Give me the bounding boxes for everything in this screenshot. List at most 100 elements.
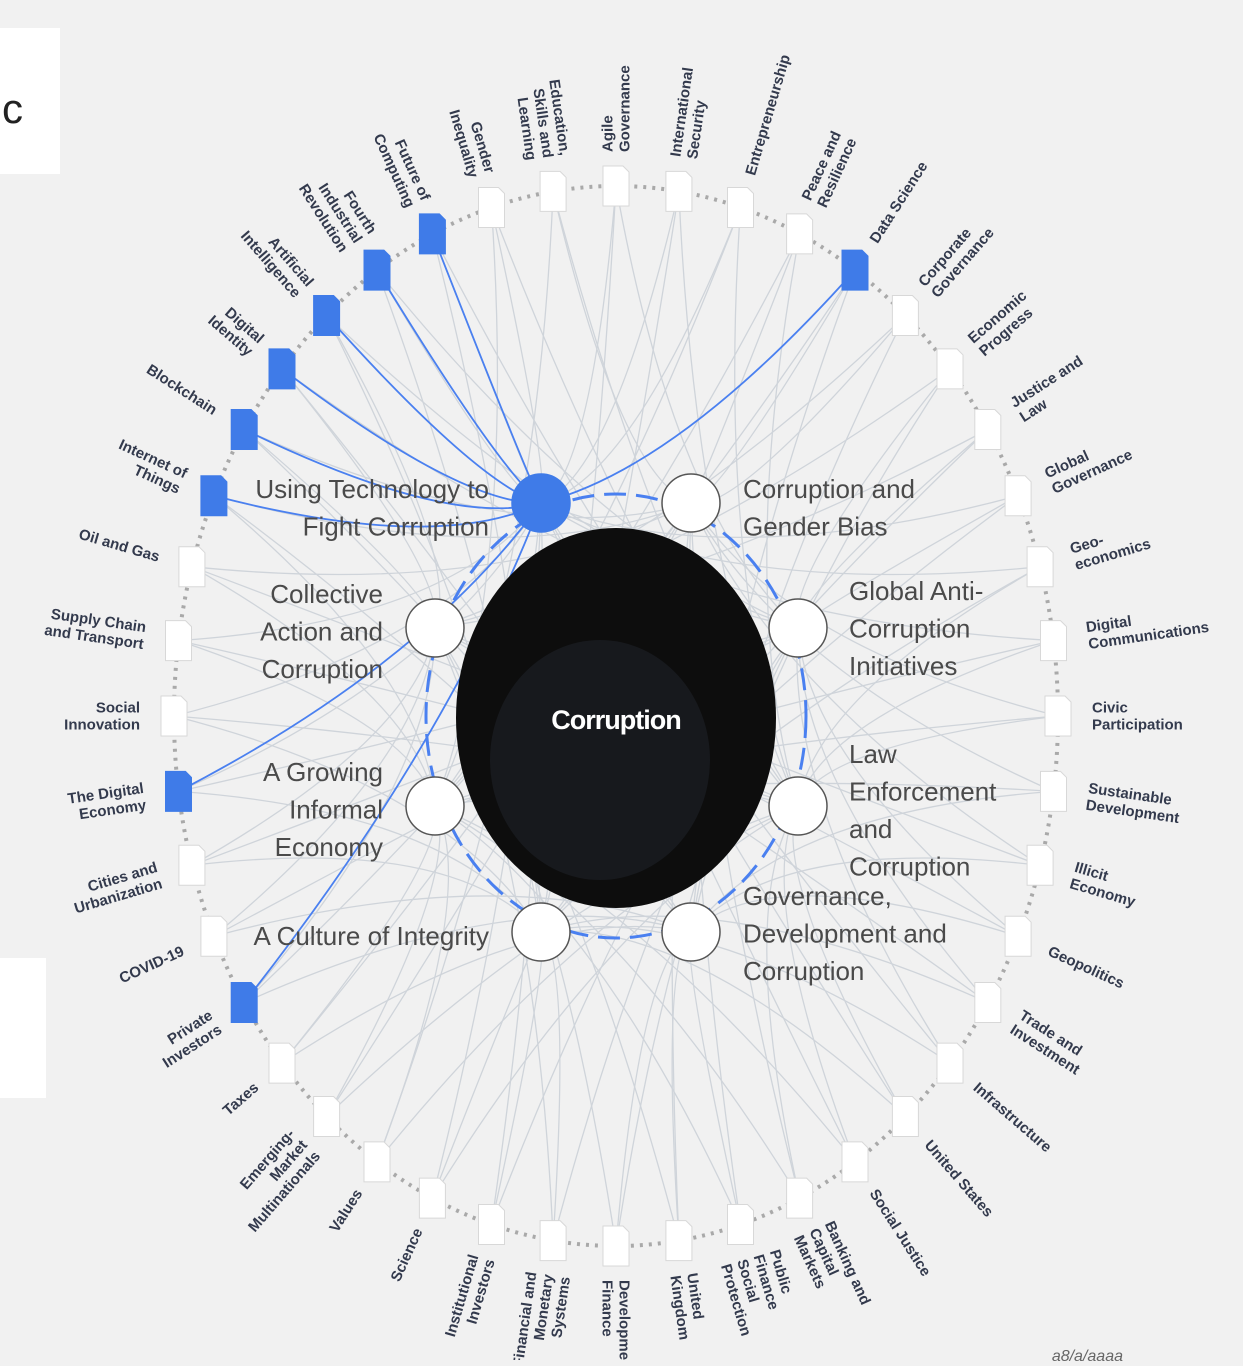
topic-node-united-kingdom[interactable]: UnitedKingdom xyxy=(665,1220,709,1342)
topic-node-financial-and-monetary-systems[interactable]: Financial andMonetarySystems xyxy=(510,1220,574,1360)
center-hub[interactable]: Corruption xyxy=(456,528,776,908)
topic-marker[interactable] xyxy=(418,213,446,255)
topic-node-banking-and-capital-markets[interactable]: Banking andCapitalMarkets xyxy=(786,1177,874,1322)
theme-circle[interactable] xyxy=(405,598,465,658)
theme-circle[interactable] xyxy=(661,902,721,962)
topic-node-united-states[interactable]: United States xyxy=(891,1096,997,1221)
topic-marker[interactable] xyxy=(665,170,693,212)
topic-node-the-digital-economy[interactable]: The DigitalEconomy xyxy=(67,770,192,824)
topic-marker[interactable] xyxy=(539,170,567,212)
topic-marker[interactable] xyxy=(268,1042,296,1084)
topic-marker[interactable] xyxy=(727,187,754,228)
topic-node-supply-chain-and-transport[interactable]: Supply Chainand Transport xyxy=(43,605,192,662)
topic-marker[interactable] xyxy=(268,348,296,390)
topic-marker[interactable] xyxy=(665,1220,693,1262)
theme-circle[interactable] xyxy=(768,598,828,658)
topic-node-global-governance[interactable]: GlobalGovernance xyxy=(1004,431,1135,517)
topic-marker[interactable] xyxy=(178,844,206,886)
topic-node-illicit-economy[interactable]: IllicitEconomy xyxy=(1026,844,1143,911)
topic-node-internet-of-things[interactable]: Internet ofThings xyxy=(109,436,228,517)
theme-circle[interactable] xyxy=(511,902,571,962)
topic-marker[interactable] xyxy=(1040,770,1067,812)
theme-node-a-culture-of-integrity[interactable]: A Culture of Integrity xyxy=(253,902,571,962)
topic-marker[interactable] xyxy=(841,249,869,291)
topic-node-values[interactable]: Values xyxy=(326,1141,391,1235)
topic-marker[interactable] xyxy=(363,1141,391,1183)
theme-circle[interactable] xyxy=(511,473,571,533)
topic-marker[interactable] xyxy=(936,348,964,390)
topic-marker[interactable] xyxy=(727,1204,754,1245)
topic-node-cities-and-urbanization[interactable]: Cities andUrbanization xyxy=(67,844,206,917)
topic-marker[interactable] xyxy=(786,1177,814,1219)
topic-node-gender-inequality[interactable]: GenderInequality xyxy=(445,103,505,228)
topic-node-digital-communications[interactable]: DigitalCommunications xyxy=(1040,602,1211,662)
topic-node-justice-and-law[interactable]: Justice andLaw xyxy=(974,353,1096,450)
theme-circle[interactable] xyxy=(768,776,828,836)
topic-marker[interactable] xyxy=(478,1204,505,1245)
topic-node-agile-governance[interactable]: AgileGovernance xyxy=(600,65,634,207)
topic-node-trade-and-investment[interactable]: Trade andInvestment xyxy=(974,982,1092,1079)
topic-node-entrepreneurship[interactable]: Entrepreneurship xyxy=(727,53,795,228)
topic-marker[interactable] xyxy=(230,982,258,1023)
theme-circle[interactable] xyxy=(405,776,465,836)
topic-node-economic-progress[interactable]: EconomicProgress xyxy=(936,287,1041,390)
topic-marker[interactable] xyxy=(1026,546,1054,588)
topic-node-geopolitics[interactable]: Geopolitics xyxy=(1004,915,1127,992)
topic-node-emerging-market-multinationals[interactable]: Emerging-MarketMultinationals xyxy=(219,1096,341,1236)
topic-marker[interactable] xyxy=(313,1096,341,1137)
topic-marker[interactable] xyxy=(230,409,258,450)
topic-marker[interactable] xyxy=(602,1225,630,1267)
topic-marker[interactable] xyxy=(178,546,206,588)
topic-node-oil-and-gas[interactable]: Oil and Gas xyxy=(77,526,206,588)
topic-marker[interactable] xyxy=(165,620,192,662)
topic-node-development-finance[interactable]: DevelopmentFinance xyxy=(599,1225,633,1360)
topic-marker[interactable] xyxy=(418,1177,446,1219)
topic-node-peace-and-resilience[interactable]: Peace andResilience xyxy=(786,129,861,255)
topic-marker[interactable] xyxy=(1040,620,1067,662)
topic-node-digital-identity[interactable]: DigitalIdentity xyxy=(205,299,296,390)
topic-node-science[interactable]: Science xyxy=(387,1177,446,1284)
topic-node-covid-19[interactable]: COVID-19 xyxy=(117,915,228,987)
topic-node-corporate-governance[interactable]: CorporateGovernance xyxy=(891,213,998,336)
topic-marker[interactable] xyxy=(974,409,1002,450)
theme-circle[interactable] xyxy=(661,473,721,533)
topic-node-education-skills-and-learning[interactable]: Education,Skills andLearning xyxy=(512,78,573,212)
topic-node-geo-economics[interactable]: Geo-economics xyxy=(1026,519,1153,588)
topic-marker[interactable] xyxy=(841,1141,869,1183)
topic-marker[interactable] xyxy=(313,295,341,336)
topic-marker[interactable] xyxy=(1044,695,1072,737)
topic-marker[interactable] xyxy=(165,770,192,812)
topic-marker[interactable] xyxy=(1004,915,1032,957)
topic-node-sustainable-development[interactable]: SustainableDevelopment xyxy=(1040,770,1183,827)
topic-marker[interactable] xyxy=(539,1220,567,1262)
topic-marker[interactable] xyxy=(363,249,391,291)
topic-marker[interactable] xyxy=(1004,475,1032,517)
topic-marker[interactable] xyxy=(200,475,228,517)
topic-node-taxes[interactable]: Taxes xyxy=(220,1042,296,1119)
topic-marker[interactable] xyxy=(786,213,814,255)
topic-marker[interactable] xyxy=(478,187,505,228)
topic-marker[interactable] xyxy=(602,165,630,207)
topic-marker[interactable] xyxy=(200,915,228,957)
topic-node-international-security[interactable]: InternationalSecurity xyxy=(665,66,714,212)
topic-node-data-science[interactable]: Data Science xyxy=(841,159,931,291)
topic-node-institutional-investors[interactable]: InstitutionalInvestors xyxy=(442,1204,505,1344)
topic-marker[interactable] xyxy=(936,1042,964,1084)
topic-node-future-of-computing[interactable]: Future ofComputing xyxy=(370,124,446,255)
topic-marker[interactable] xyxy=(160,695,188,737)
topic-marker[interactable] xyxy=(1026,844,1054,886)
topic-node-private-investors[interactable]: PrivateInvestors xyxy=(151,982,258,1072)
topic-node-blockchain[interactable]: Blockchain xyxy=(143,361,258,450)
topic-marker[interactable] xyxy=(891,1096,919,1137)
topic-node-infrastructure[interactable]: Infrastructure xyxy=(936,1042,1055,1156)
topic-marker[interactable] xyxy=(891,295,919,336)
